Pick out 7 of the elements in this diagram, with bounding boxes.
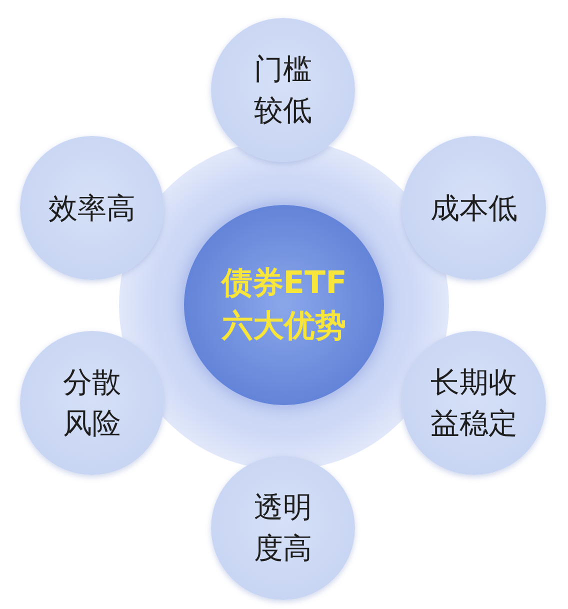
advantage-text: 透明度高 xyxy=(252,489,313,567)
advantage-text: 门槛较低 xyxy=(252,51,313,129)
advantage-text: 效率高 xyxy=(47,190,136,227)
advantage-text: 分散风险 xyxy=(62,364,122,442)
advantage-text: 成本低 xyxy=(429,190,518,227)
advantage-text: 长期收益稳定 xyxy=(429,364,518,442)
title-text: 债券ETF六大优势 xyxy=(220,264,348,346)
